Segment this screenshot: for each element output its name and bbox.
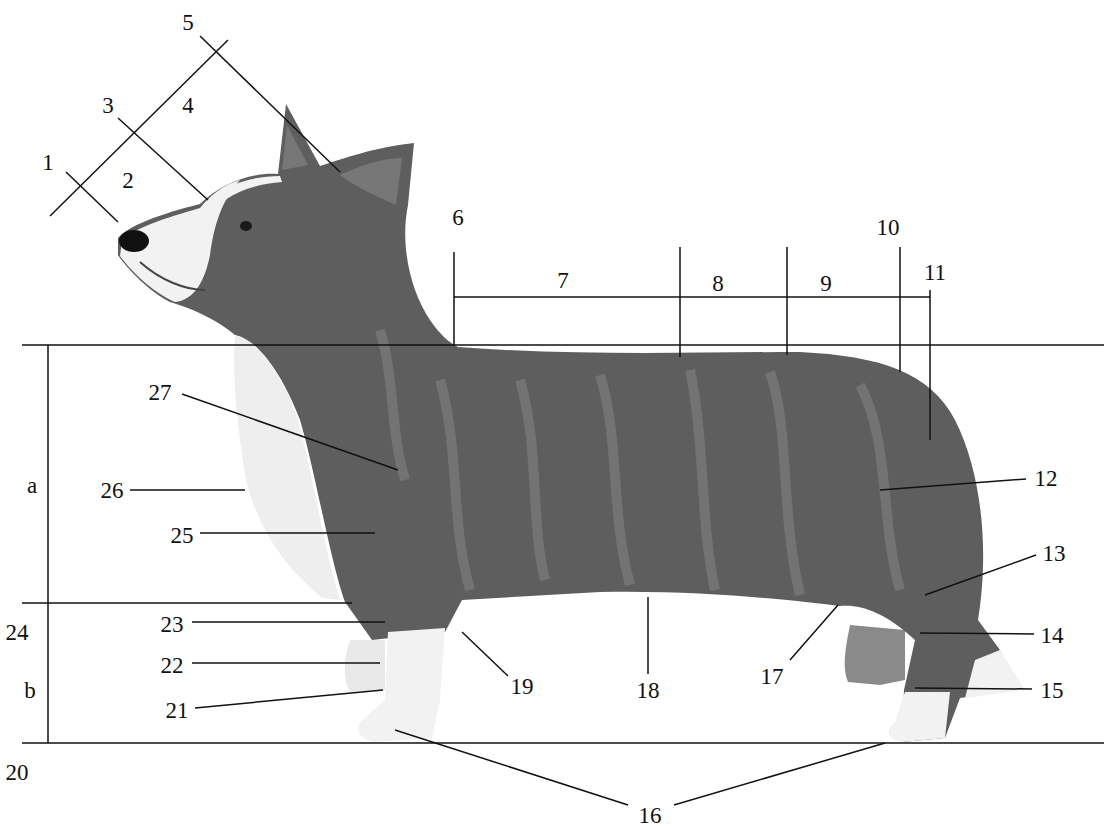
leader-line	[22, 602, 352, 604]
leader-line	[920, 633, 1034, 634]
leader-line	[22, 742, 1104, 744]
callout-number: 23	[159, 612, 186, 637]
white-front-leg	[358, 628, 445, 742]
brindle-streaks	[380, 330, 900, 595]
dimension-letter: a	[25, 473, 39, 498]
dog-eye	[240, 221, 252, 231]
figure-part	[520, 380, 545, 580]
far-front-leg	[345, 640, 385, 692]
dog-mouth	[140, 262, 205, 290]
leader-line	[880, 479, 1026, 490]
leader-line	[50, 40, 228, 216]
callout-number: 21	[164, 698, 191, 723]
dog-nose	[119, 230, 149, 252]
leader-line	[453, 252, 455, 345]
callout-number: 12	[1033, 466, 1060, 491]
leader-line	[925, 555, 1036, 595]
figure-part	[770, 372, 800, 595]
white-chest	[234, 335, 340, 600]
leader-line	[462, 632, 508, 676]
callout-number: 18	[635, 678, 662, 703]
leader-line	[22, 344, 1104, 346]
callout-number: 16	[637, 803, 664, 828]
figure-part	[440, 380, 470, 590]
callout-number: 25	[169, 523, 196, 548]
leader-line	[454, 296, 930, 298]
callout-number: 6	[450, 205, 466, 230]
leader-line	[786, 247, 788, 355]
leader-line	[674, 743, 885, 805]
white-blaze	[205, 176, 282, 210]
white-hind-foot	[889, 692, 950, 742]
far-hind-leg	[845, 625, 905, 685]
callout-number: 11	[922, 260, 948, 285]
dog-figure	[118, 104, 1025, 742]
leader-line	[182, 394, 398, 470]
leader-line	[195, 690, 383, 708]
dimension-letter: b	[22, 678, 38, 703]
leader-line	[192, 662, 380, 664]
figure-part	[860, 385, 900, 590]
leader-line	[200, 532, 375, 534]
leader-line	[118, 118, 208, 200]
figure-part	[690, 370, 715, 590]
leader-line	[130, 489, 245, 491]
callout-number: 3	[100, 93, 116, 118]
callout-number: 26	[99, 478, 126, 503]
figure-part	[380, 330, 405, 480]
callout-number: 14	[1039, 623, 1066, 648]
leader-line	[679, 247, 681, 357]
ear-inner	[340, 158, 402, 205]
leader-line	[66, 172, 118, 222]
callout-number: 9	[818, 271, 834, 296]
leader-line	[192, 621, 385, 623]
callout-number: 5	[180, 10, 196, 35]
leader-line	[915, 688, 1032, 689]
callout-number: 20	[4, 760, 31, 785]
callout-number: 15	[1039, 678, 1066, 703]
callout-number: 8	[710, 271, 726, 296]
leader-line	[200, 36, 340, 172]
figure-part	[600, 375, 630, 585]
callout-number: 10	[875, 215, 902, 240]
callout-number: 4	[180, 93, 196, 118]
callout-number: 24	[4, 620, 31, 645]
leader-line	[395, 730, 628, 805]
leader-line	[899, 247, 901, 372]
ear-inner	[282, 125, 308, 170]
leader-line	[47, 345, 49, 743]
leader-line	[929, 290, 931, 440]
callout-number: 19	[509, 674, 536, 699]
callout-number: 13	[1041, 541, 1068, 566]
callout-number: 17	[759, 664, 786, 689]
reference-lines	[22, 36, 1104, 805]
callout-number: 22	[159, 653, 186, 678]
callout-number: 7	[555, 268, 571, 293]
callout-number: 1	[40, 150, 56, 175]
callout-number: 27	[147, 380, 174, 405]
dog-body	[118, 104, 1018, 742]
callout-number: 2	[120, 168, 136, 193]
leader-line	[647, 597, 649, 674]
white-tail-tuft	[965, 650, 1025, 698]
leader-line	[790, 605, 838, 660]
